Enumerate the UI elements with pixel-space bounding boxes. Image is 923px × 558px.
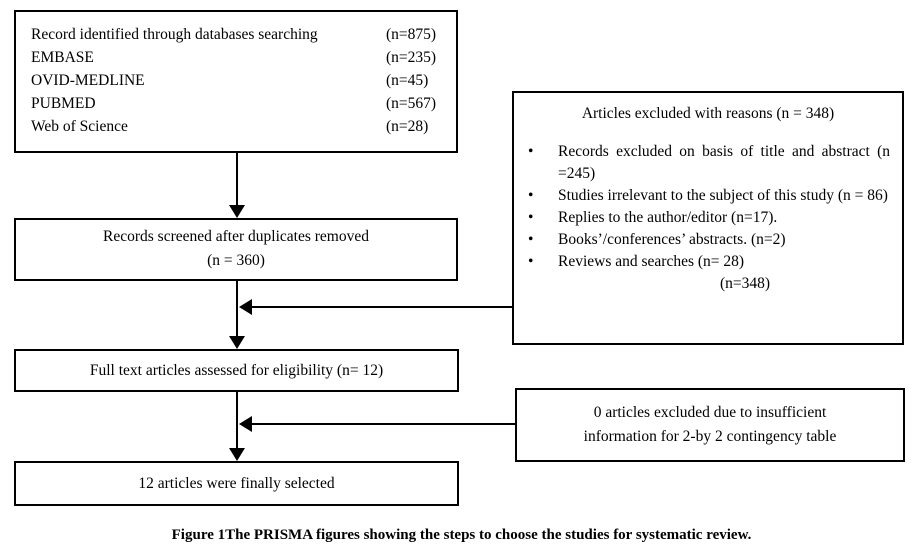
identification-row: Web of Science (n=28)	[31, 115, 448, 138]
identification-row: Record identified through databases sear…	[31, 23, 448, 46]
exclusion-total-count: (n=348)	[720, 275, 771, 292]
source-label: Web of Science	[31, 118, 128, 135]
bullet-icon: •	[528, 209, 534, 226]
source-label: PUBMED	[31, 95, 96, 112]
identification-row: PUBMED (n=567)	[31, 92, 448, 115]
insufficient-info-box: 0 articles excluded due to insufficient …	[515, 388, 905, 462]
exclusion-bullet: • Reviews and searches (n= 28)	[524, 251, 892, 273]
arrow-line-screening-to-eligibility	[236, 281, 238, 338]
arrowhead-down-icon	[229, 448, 245, 461]
screening-box: Records screened after duplicates remove…	[14, 218, 458, 281]
arrowhead-left-icon	[239, 416, 252, 432]
eligibility-text: Full text articles assessed for eligibil…	[89, 361, 384, 379]
bullet-icon: •	[528, 253, 534, 270]
exclusion-bullet: • Records excluded on basis of title and…	[524, 141, 892, 185]
insufficient-line1: 0 articles excluded due to insufficient	[593, 404, 827, 421]
exclusion-bullet-text: Reviews and searches (n= 28)	[558, 253, 745, 270]
insufficient-line2: information for 2-by 2 contingency table	[583, 428, 837, 445]
arrow-line-identification-to-screening	[236, 153, 238, 207]
source-count: (n=567)	[386, 95, 437, 112]
exclusion-bullet-text: Books’/conferences’ abstracts. (n=2)	[558, 231, 786, 248]
exclusion-bullet: • Studies irrelevant to the subject of t…	[524, 185, 892, 207]
source-label: EMBASE	[31, 49, 94, 66]
exclusion-title: Articles excluded with reasons (n = 348)	[581, 105, 835, 122]
arrow-line-excluded-to-flow	[251, 306, 512, 308]
source-count: (n=875)	[386, 26, 437, 43]
exclusion-bullet: • Books’/conferences’ abstracts. (n=2)	[524, 229, 892, 251]
exclusion-bullet-text: Studies irrelevant to the subject of thi…	[558, 187, 888, 204]
source-label: Record identified through databases sear…	[31, 26, 318, 43]
exclusion-bullet-text: Records excluded on basis of title and a…	[558, 143, 890, 182]
source-count: (n=235)	[386, 49, 437, 66]
included-box: 12 articles were finally selected	[14, 461, 459, 506]
identification-box: Record identified through databases sear…	[14, 10, 458, 153]
arrowhead-left-icon	[239, 299, 252, 315]
arrow-line-eligibility-to-included	[236, 392, 238, 449]
source-label: OVID-MEDLINE	[31, 72, 145, 89]
identification-row: OVID-MEDLINE (n=45)	[31, 69, 448, 92]
screening-line1: Records screened after duplicates remove…	[103, 228, 369, 245]
figure-caption: Figure 1The PRISMA figures showing the s…	[171, 527, 752, 543]
bullet-icon: •	[528, 143, 534, 160]
source-count: (n=45)	[386, 72, 429, 89]
arrowhead-down-icon	[229, 205, 245, 218]
included-text: 12 articles were finally selected	[138, 474, 335, 492]
identification-row: EMBASE (n=235)	[31, 46, 448, 69]
exclusion-bullet-list: • Records excluded on basis of title and…	[524, 141, 892, 273]
source-count: (n=28)	[386, 118, 429, 135]
arrow-line-insufficient-to-flow	[251, 423, 515, 425]
eligibility-box: Full text articles assessed for eligibil…	[14, 349, 459, 392]
screening-count: (n = 360)	[207, 252, 265, 269]
exclusion-bullet-text: Replies to the author/editor (n=17).	[558, 209, 778, 226]
exclusion-bullet: • Replies to the author/editor (n=17).	[524, 207, 892, 229]
bullet-icon: •	[528, 231, 534, 248]
bullet-icon: •	[528, 187, 534, 204]
exclusion-reasons-box: Articles excluded with reasons (n = 348)…	[512, 91, 904, 345]
arrowhead-down-icon	[229, 336, 245, 349]
